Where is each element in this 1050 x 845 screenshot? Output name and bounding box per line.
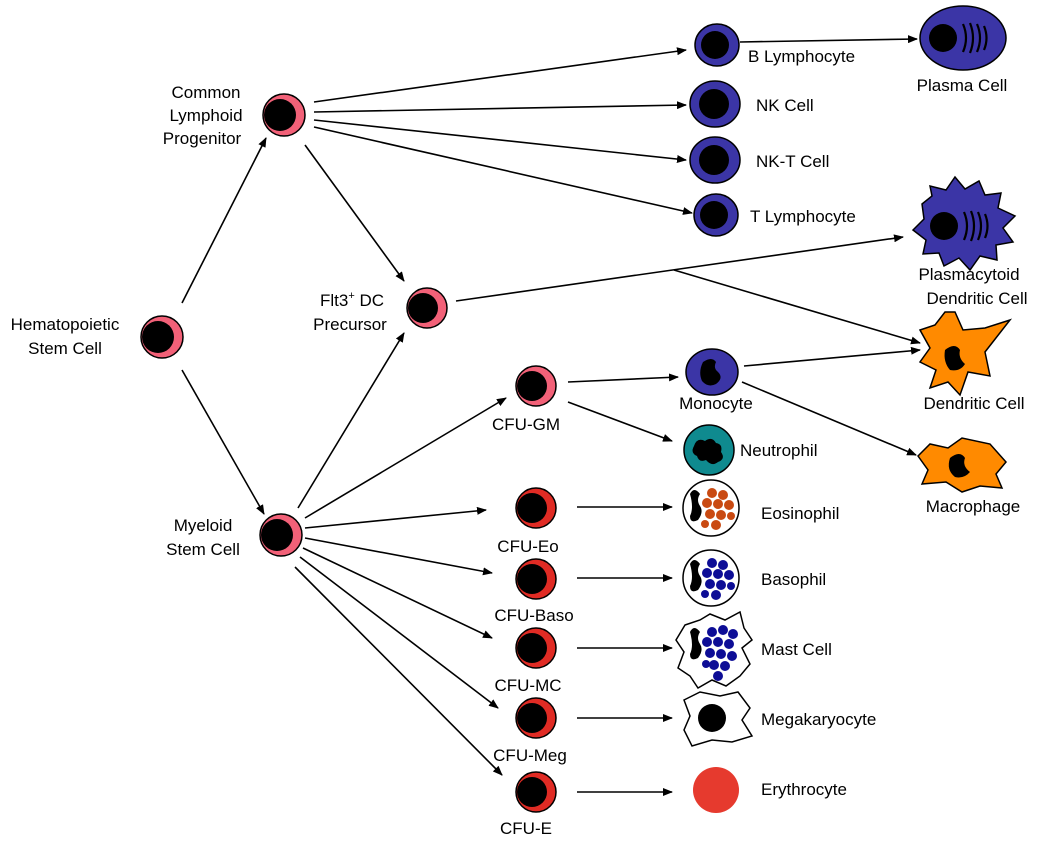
arrow-clp-to-t <box>313 126 693 215</box>
cell-t-lymphocyte <box>693 193 739 237</box>
cell-b-lymphocyte <box>694 23 740 67</box>
labels: Hematopoietic Stem Cell Common Lymphoid … <box>11 47 1028 838</box>
arrows <box>181 35 921 796</box>
label-mast-cell: Mast Cell <box>761 640 832 659</box>
label-cfu-eo: CFU-Eo <box>497 537 558 556</box>
label-myeloid-line1: Myeloid <box>174 516 233 535</box>
label-clp-line2: Lymphoid <box>169 106 242 125</box>
label-flt3-line2: Precursor <box>313 315 387 334</box>
label-pdc-line1: Plasmacytoid <box>918 265 1019 284</box>
label-eosinophil: Eosinophil <box>761 504 839 523</box>
cell-hsc <box>140 315 184 359</box>
label-macrophage: Macrophage <box>926 497 1021 516</box>
label-pdc-line2: Dendritic Cell <box>926 289 1027 308</box>
arrow-hsc-to-myeloid <box>181 369 265 515</box>
arrow-flt3-to-dc <box>673 269 921 345</box>
label-clp-line3: Progenitor <box>163 129 242 148</box>
cell-nk <box>689 80 741 128</box>
label-flt3-line1: Flt3+ DC <box>320 290 384 310</box>
cell-dendritic <box>918 311 1013 397</box>
label-cfu-baso: CFU-Baso <box>494 606 573 625</box>
cell-cfu-mc <box>515 627 557 669</box>
arrow-clp-to-flt3 <box>304 144 405 282</box>
cell-cfu-baso <box>515 558 557 600</box>
arrow-myeloid-to-cfumc <box>302 547 493 639</box>
arrow-clp-to-nk <box>313 101 687 113</box>
label-cfu-e: CFU-E <box>500 819 552 838</box>
label-hsc-line2: Stem Cell <box>28 339 102 358</box>
cell-common-lymphoid-progenitor <box>262 93 306 137</box>
arrow-flt3-to-pdc <box>455 234 904 302</box>
arrow-myeloid-to-cfubaso <box>304 537 493 576</box>
cell-basophil <box>682 549 740 607</box>
cell-erythrocyte <box>693 767 739 813</box>
label-nk-cell: NK Cell <box>756 96 814 115</box>
label-b-lymphocyte: B Lymphocyte <box>748 47 855 66</box>
arrow-myeloid-to-cfugm <box>304 397 507 519</box>
arrow-clp-to-nkt <box>313 119 687 164</box>
label-megakaryocyte: Megakaryocyte <box>761 710 876 729</box>
arrow-myeloid-to-cfumeg <box>299 556 499 709</box>
cell-megakaryocyte <box>683 691 754 747</box>
label-dendritic-cell: Dendritic Cell <box>923 394 1024 413</box>
cell-plasmacytoid-dendritic <box>911 175 1017 272</box>
label-basophil: Basophil <box>761 570 826 589</box>
cell-cfu-e <box>515 771 557 813</box>
arrow-clp-to-b <box>313 47 687 103</box>
label-clp-line1: Common <box>172 83 241 102</box>
cell-cfu-eo <box>515 487 557 529</box>
cell-neutrophil <box>683 424 735 476</box>
label-t-lymphocyte: T Lymphocyte <box>750 207 856 226</box>
label-neutrophil: Neutrophil <box>740 441 818 460</box>
arrow-cfugm-to-monocyte <box>567 373 679 383</box>
label-erythrocyte: Erythrocyte <box>761 780 847 799</box>
arrow-cfugm-to-neutrophil <box>567 401 673 442</box>
arrow-myeloid-to-cfueo <box>304 506 487 529</box>
arrow-myeloid-to-flt3 <box>297 332 405 509</box>
label-cfu-meg: CFU-Meg <box>493 746 567 765</box>
label-hsc-line1: Hematopoietic <box>11 315 120 334</box>
arrow-myeloid-to-cfue <box>294 566 503 776</box>
cell-myeloid-stem-cell <box>259 513 303 557</box>
eosinophil-granules <box>701 488 735 530</box>
cell-eosinophil <box>682 479 740 537</box>
cell-mast <box>675 610 754 689</box>
label-monocyte: Monocyte <box>679 394 753 413</box>
mast-granules <box>702 625 738 681</box>
label-myeloid-line2: Stem Cell <box>166 540 240 559</box>
cell-nk-t <box>689 136 741 184</box>
label-plasma-cell: Plasma Cell <box>917 76 1008 95</box>
label-cfu-gm: CFU-GM <box>492 415 560 434</box>
cell-plasma <box>919 5 1007 71</box>
arrow-b-to-plasma <box>739 35 918 44</box>
arrow-hsc-to-clp <box>181 137 267 304</box>
label-nkt-cell: NK-T Cell <box>756 152 829 171</box>
cell-flt3-dc-precursor <box>406 287 448 329</box>
arrow-monocyte-to-macrophage <box>741 381 917 456</box>
arrow-monocyte-to-dc <box>743 346 921 367</box>
cell-cfu-meg <box>515 697 557 739</box>
cell-monocyte <box>685 348 739 396</box>
basophil-granules <box>701 558 735 600</box>
cell-cfu-gm <box>515 365 557 407</box>
label-cfu-mc: CFU-MC <box>494 676 561 695</box>
cell-macrophage <box>917 437 1007 493</box>
